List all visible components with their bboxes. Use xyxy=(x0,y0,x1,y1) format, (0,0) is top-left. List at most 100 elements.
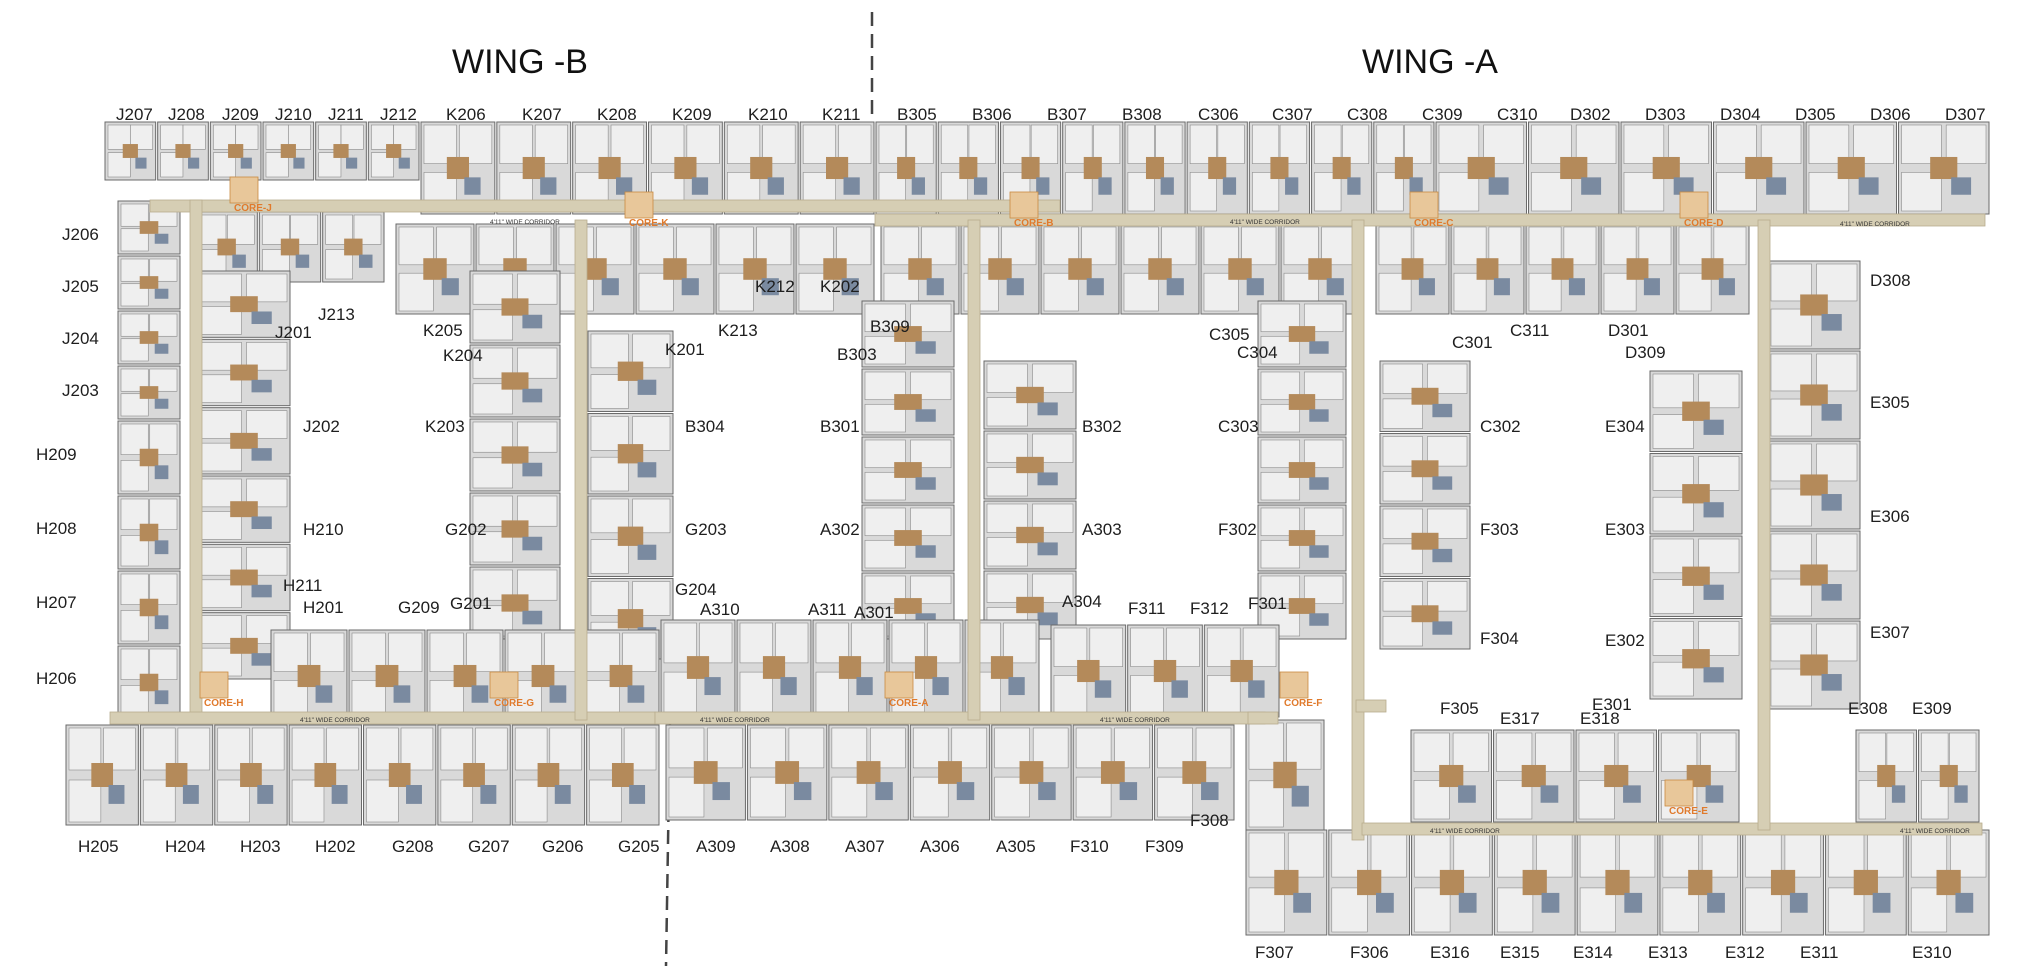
unit-label: C302 xyxy=(1480,417,1521,436)
unit-label: A307 xyxy=(845,837,885,856)
wing-b-title: WING -B xyxy=(452,43,588,81)
apartment-unit xyxy=(65,724,139,826)
apartment-unit xyxy=(469,270,561,344)
unit-label: C310 xyxy=(1497,105,1538,124)
apartment-unit xyxy=(469,344,561,418)
apartment-unit xyxy=(812,619,888,716)
unit-label: D303 xyxy=(1645,105,1686,124)
apartment-unit xyxy=(1525,223,1600,315)
apartment-unit xyxy=(1410,729,1492,823)
unit-label: A305 xyxy=(996,837,1036,856)
unit-label: E314 xyxy=(1573,943,1613,962)
apartment-unit xyxy=(1649,618,1743,700)
unit-label: B302 xyxy=(1082,417,1122,436)
apartment-unit xyxy=(587,413,674,495)
unit-label: J207 xyxy=(116,105,153,124)
apartment-unit xyxy=(1855,729,1917,823)
unit-label: F308 xyxy=(1190,811,1229,830)
apartment-unit xyxy=(1658,729,1740,823)
apartment-unit xyxy=(1528,121,1620,215)
core-stair xyxy=(489,671,519,699)
apartment-unit xyxy=(1805,121,1897,215)
unit-label: H203 xyxy=(240,837,281,856)
apartment-unit xyxy=(363,724,437,826)
apartment-unit xyxy=(1767,350,1861,440)
apartment-unit xyxy=(1072,724,1154,821)
apartment-unit xyxy=(1257,300,1347,368)
unit-label: E301 xyxy=(1592,695,1632,714)
apartment-unit xyxy=(1435,121,1527,215)
unit-label: E317 xyxy=(1500,709,1540,728)
apartment-unit xyxy=(660,619,736,716)
unit-label: D305 xyxy=(1795,105,1836,124)
unit-label: G206 xyxy=(542,837,584,856)
apartment-unit xyxy=(880,223,960,315)
apartment-unit xyxy=(1050,624,1127,718)
apartment-unit xyxy=(1379,578,1471,650)
unit-label: K205 xyxy=(423,321,463,340)
unit-label: E310 xyxy=(1912,943,1952,962)
apartment-unit xyxy=(1120,223,1200,315)
apartment-unit xyxy=(1713,121,1805,215)
apartment-unit xyxy=(117,255,181,310)
apartment-unit xyxy=(117,420,181,495)
unit-label: C308 xyxy=(1347,105,1388,124)
apartment-unit xyxy=(117,310,181,365)
apartment-unit xyxy=(1824,829,1907,936)
apartment-unit xyxy=(1040,223,1120,315)
apartment-unit xyxy=(1767,620,1861,710)
unit-label: E311 xyxy=(1800,943,1838,962)
unit-label: C311 xyxy=(1510,321,1549,340)
core-label: CORE-E xyxy=(1669,806,1708,817)
core-label: CORE-H xyxy=(204,698,243,709)
unit-label: D307 xyxy=(1945,105,1986,124)
unit-label: F306 xyxy=(1350,943,1389,962)
unit-label: H206 xyxy=(36,669,77,688)
unit-label: E315 xyxy=(1500,943,1540,962)
apartment-unit xyxy=(315,121,367,181)
unit-label: H209 xyxy=(36,445,77,464)
apartment-unit xyxy=(395,223,475,315)
apartment-unit xyxy=(1898,121,1990,215)
apartment-unit xyxy=(1062,121,1124,215)
apartment-unit xyxy=(214,724,288,826)
unit-label: E304 xyxy=(1605,417,1645,436)
corridor-segment xyxy=(1757,219,1771,831)
apartment-unit xyxy=(746,724,828,821)
core-label: CORE-K xyxy=(629,218,669,229)
apartment-unit xyxy=(117,200,181,255)
corridor-segment xyxy=(1355,699,1387,713)
unit-label: H210 xyxy=(303,520,344,539)
unit-label: G203 xyxy=(685,520,727,539)
unit-label: F312 xyxy=(1190,599,1229,618)
corridor-label: 4'11" WIDE CORRIDOR xyxy=(1100,717,1170,724)
unit-label: A304 xyxy=(1062,592,1102,611)
unit-label: G204 xyxy=(675,580,717,599)
apartment-unit xyxy=(795,223,875,315)
unit-label: K201 xyxy=(665,340,705,359)
unit-label: B303 xyxy=(837,345,877,364)
apartment-unit xyxy=(555,223,635,315)
apartment-unit xyxy=(1328,829,1411,936)
core-label: CORE-B xyxy=(1014,218,1053,229)
unit-label: D306 xyxy=(1870,105,1911,124)
unit-label: H205 xyxy=(78,837,119,856)
unit-label: J209 xyxy=(222,105,259,124)
apartment-unit xyxy=(1154,724,1235,821)
apartment-unit xyxy=(117,365,181,420)
unit-label: F301 xyxy=(1248,594,1287,613)
apartment-unit xyxy=(157,121,209,181)
apartment-unit xyxy=(1659,829,1742,936)
corridor-segment xyxy=(1247,711,1279,725)
unit-label: J212 xyxy=(380,105,417,124)
unit-label: K211 xyxy=(822,105,860,124)
apartment-unit xyxy=(1245,719,1325,831)
apartment-unit xyxy=(348,629,426,723)
unit-label: C306 xyxy=(1198,105,1239,124)
apartment-unit xyxy=(1257,368,1347,436)
unit-label: A309 xyxy=(696,837,736,856)
unit-label: C301 xyxy=(1452,333,1493,352)
apartment-unit xyxy=(469,418,561,492)
unit-label: J208 xyxy=(168,105,205,124)
